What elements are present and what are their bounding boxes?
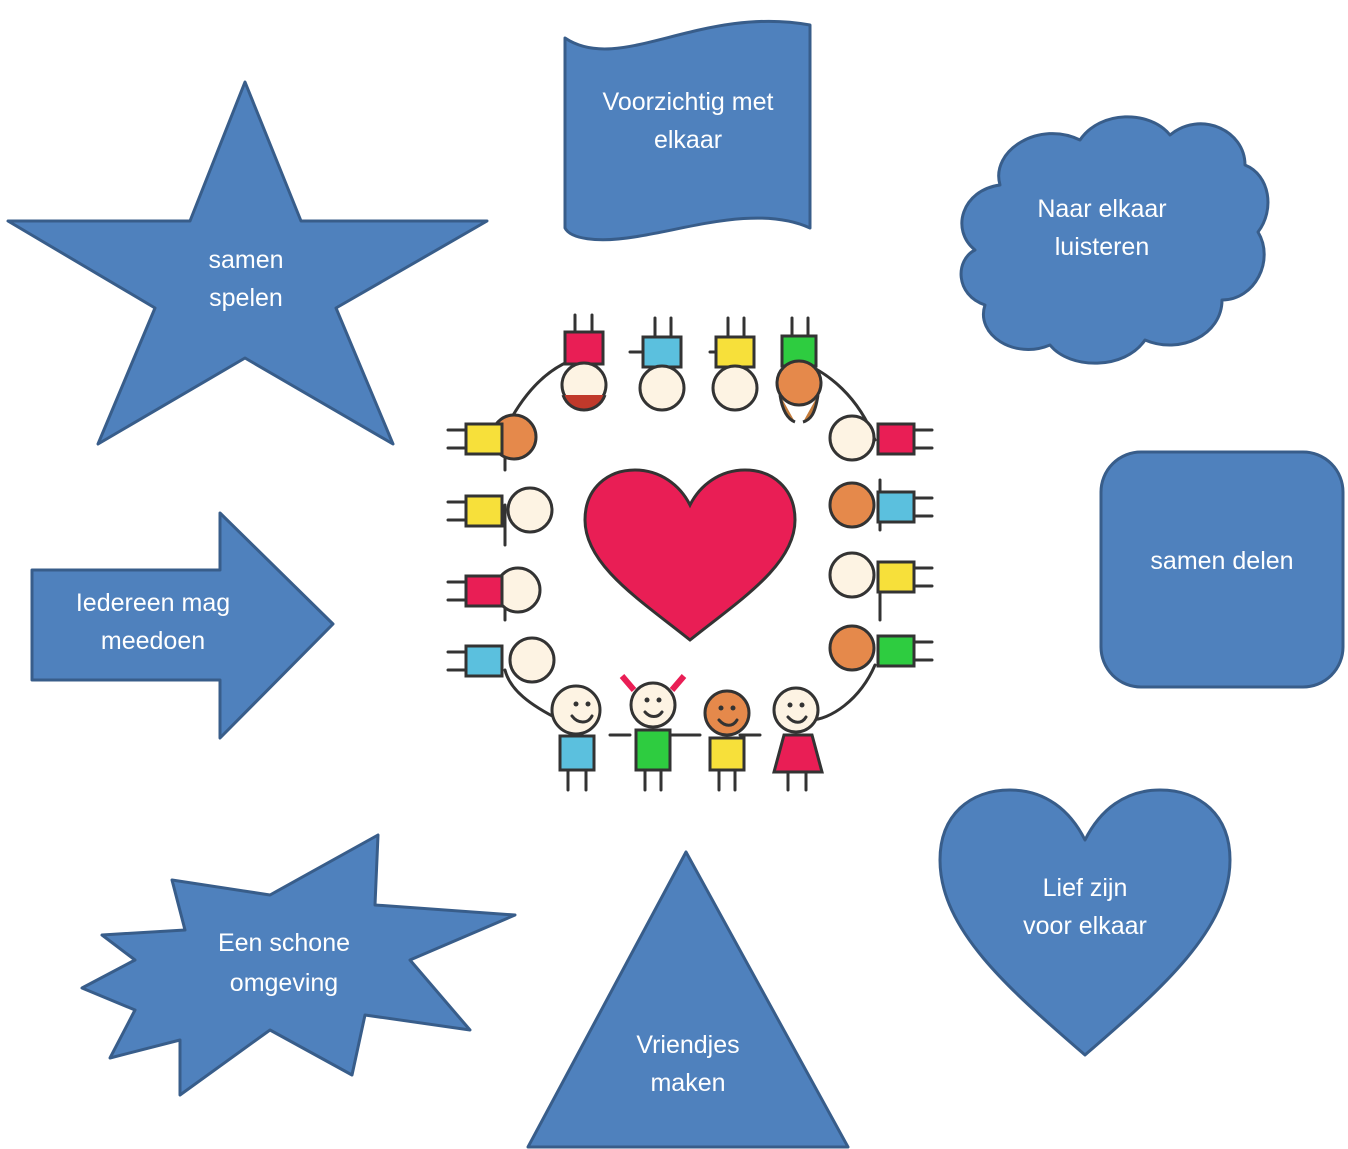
- rounded-square-shape: samen delen: [1099, 450, 1345, 689]
- arrow-shape: Iedereen mag meedoen: [30, 511, 335, 740]
- star-label-line-1: samen: [208, 246, 283, 274]
- wave-label-line-2: elkaar: [654, 126, 722, 154]
- wave-banner-shape: Voorzichtig met elkaar: [563, 19, 812, 242]
- heart-label-line-1: Lief zijn: [1043, 874, 1128, 902]
- cloud-label-line-1: Naar elkaar: [1037, 195, 1166, 223]
- heart-shape: Lief zijn voor elkaar: [938, 788, 1232, 1057]
- arrow-label-line-1: Iedereen mag: [76, 589, 230, 617]
- triangle-label-line-1: Vriendjes: [636, 1031, 739, 1059]
- triangle-shape: Vriendjes maken: [526, 850, 850, 1149]
- children-circle-heart-illustration: [446, 313, 934, 792]
- burst-shape: Een schone omgeving: [80, 833, 517, 1097]
- cloud-shape: Naar elkaar luisteren: [959, 115, 1270, 365]
- center-heart-icon: [583, 468, 797, 642]
- triangle-label-line-2: maken: [650, 1069, 725, 1097]
- burst-label-line-1: Een schone: [218, 929, 350, 957]
- rounded-square-label: samen delen: [1150, 547, 1293, 575]
- heart-label-line-2: voor elkaar: [1023, 912, 1147, 940]
- cloud-label-line-2: luisteren: [1055, 233, 1150, 261]
- star-label-line-2: spelen: [209, 284, 283, 312]
- wave-label-line-1: Voorzichtig met: [603, 88, 774, 116]
- burst-label-line-2: omgeving: [230, 969, 338, 997]
- star-shape: samen spelen: [6, 80, 489, 446]
- arrow-label-line-2: meedoen: [101, 627, 205, 655]
